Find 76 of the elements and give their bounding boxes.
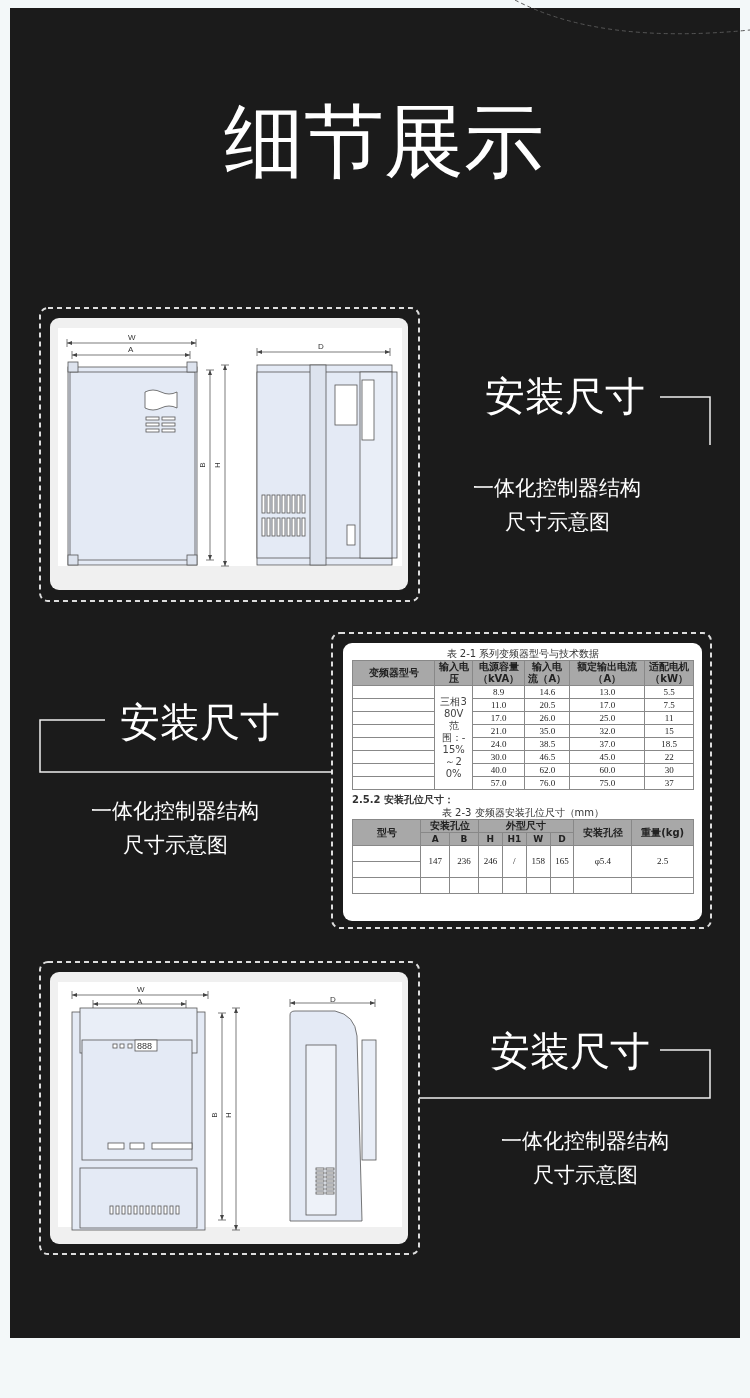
table-cell: 57.0 <box>472 776 525 790</box>
dimension-label: W <box>137 986 145 994</box>
table-cell: 11.0 <box>472 698 525 712</box>
table-caption: 表 2-3 变频器安装孔位尺寸（mm） <box>440 806 606 819</box>
table-cell: 46.5 <box>524 750 570 764</box>
dimension-label: A <box>128 346 134 354</box>
dimension-label: W <box>128 334 136 342</box>
table-header-cell: 适配电机（kW） <box>644 660 694 686</box>
table-cell: 7.5 <box>644 698 694 712</box>
table-caption: 表 2-1 系列变频器型号与技术数据 <box>445 647 601 660</box>
table-cell: 14.6 <box>524 685 570 699</box>
table-cell: 165 <box>550 845 574 878</box>
table-header-cell: 型号 <box>352 819 421 846</box>
section-heading: 安装尺寸 <box>490 1031 650 1071</box>
table-cell: 37 <box>644 776 694 790</box>
table-cell: 76.0 <box>524 776 570 790</box>
table-header-cell: 输入电压 <box>434 660 473 686</box>
table-cell: 45.0 <box>569 750 645 764</box>
table-cell: 25.0 <box>569 711 645 725</box>
table-cell: 11 <box>644 711 694 725</box>
table-cell: 5.5 <box>644 685 694 699</box>
table-cell: 37.0 <box>569 737 645 751</box>
table-cell: 62.0 <box>524 763 570 777</box>
table-cell: 32.0 <box>569 724 645 738</box>
table-cell: 24.0 <box>472 737 525 751</box>
table-cell: 246 <box>478 845 503 878</box>
table-cell: 8.9 <box>472 685 525 699</box>
table-cell: 15 <box>644 724 694 738</box>
dimension-label: B <box>198 462 207 468</box>
section-caption: 一体化控制器结构尺寸示意图 <box>90 798 260 859</box>
table-cell: 20.5 <box>524 698 570 712</box>
dimension-label: H <box>224 1112 233 1118</box>
table-cell: 13.0 <box>569 685 645 699</box>
section-heading: 安装尺寸 <box>485 376 645 416</box>
table-header-cell: 安装孔径 <box>573 819 632 846</box>
table-cell: 17.0 <box>472 711 525 725</box>
table-cell: 17.0 <box>569 698 645 712</box>
dimension-label: D <box>330 996 336 1004</box>
dimension-label: B <box>210 1112 219 1118</box>
table-header-cell: 安装孔位 <box>420 819 479 833</box>
table-cell: 60.0 <box>569 763 645 777</box>
table-header-cell: 变频器型号 <box>352 660 435 686</box>
table-cell: 75.0 <box>569 776 645 790</box>
table-header-cell: 重量(kg) <box>631 819 694 846</box>
table-cell: φ5.4 <box>573 845 632 878</box>
table-cell: 18.5 <box>644 737 694 751</box>
table-header-cell: W <box>526 832 551 846</box>
table-cell: 22 <box>644 750 694 764</box>
section-caption: 一体化控制器结构尺寸示意图 <box>472 475 642 536</box>
table-header-cell: 额定输出电流（A） <box>569 660 645 686</box>
table-cell: 38.5 <box>524 737 570 751</box>
table-cell: 158 <box>526 845 551 878</box>
table-cell: 40.0 <box>472 763 525 777</box>
table-cell: / <box>502 845 527 878</box>
table-cell: 2.5 <box>631 845 694 878</box>
table-header-cell: D <box>550 832 574 846</box>
page-title: 细节展示 <box>224 102 544 182</box>
table-cell: 35.0 <box>524 724 570 738</box>
display-digits: 888 <box>137 1042 153 1051</box>
dimension-label: H <box>213 462 222 468</box>
section-heading: 安装尺寸 <box>120 702 280 742</box>
table-header-cell: H <box>478 832 503 846</box>
table-header-cell: 输入电流（A） <box>524 660 570 686</box>
section-caption: 一体化控制器结构尺寸示意图 <box>500 1128 670 1189</box>
table-cell: 21.0 <box>472 724 525 738</box>
table-cell: 147 <box>420 845 450 878</box>
table-cell: 26.0 <box>524 711 570 725</box>
table-header-cell: 外型尺寸 <box>478 819 574 833</box>
table-cell: 30.0 <box>472 750 525 764</box>
table-cell: 236 <box>449 845 479 878</box>
table-header-cell: 电源容量（kVA） <box>472 660 525 686</box>
dimension-label: A <box>137 998 143 1006</box>
table-cell: 30 <box>644 763 694 777</box>
section-title: 2.5.2 安装孔位尺寸： <box>352 793 455 806</box>
table-cell: 三相380V范围：-15%～20% <box>434 685 473 790</box>
dimension-label: D <box>318 343 324 351</box>
